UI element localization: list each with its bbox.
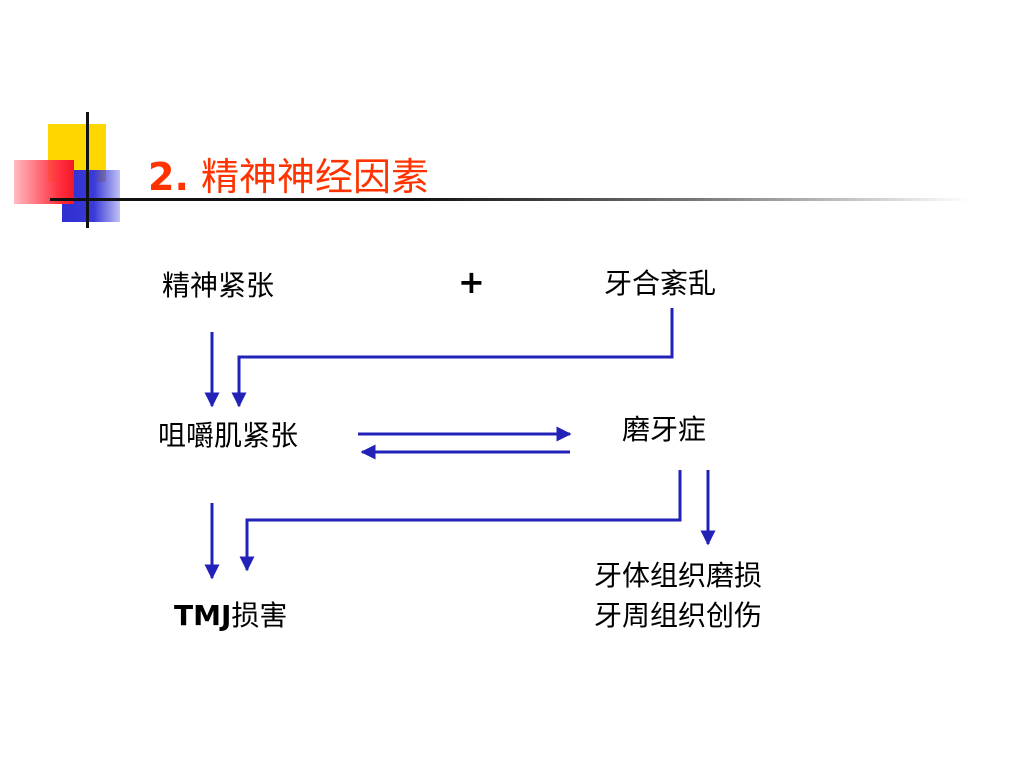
periodontal-trauma-label: 牙周组织创伤 <box>594 599 763 632</box>
node-mental-stress: 精神紧张 <box>162 269 275 302</box>
decor-vertical-rule <box>86 112 89 228</box>
title-number: 2. <box>148 155 189 199</box>
node-bruxism: 磨牙症 <box>622 413 707 446</box>
slide-title: 2. 精神神经因素 <box>148 146 429 201</box>
title-underline <box>50 198 970 201</box>
tmj-label: TMJ <box>174 599 232 632</box>
plus-sign: + <box>458 263 485 301</box>
node-occlusal-disorder: 牙合紊乱 <box>604 267 717 300</box>
node-tmj-damage: TMJ损害 <box>174 598 287 634</box>
node-tissue-damage: 牙体组织磨损 牙周组织创伤 <box>594 556 762 636</box>
tooth-wear-label: 牙体组织磨损 <box>594 559 763 592</box>
arrow-occlusion-to-masticatory <box>231 308 674 408</box>
arrow-bruxism-to-tmj <box>239 470 682 572</box>
decor-red-square <box>14 160 74 204</box>
node-masticatory-tension: 咀嚼肌紧张 <box>158 419 299 452</box>
title-text: 精神神经因素 <box>200 155 429 199</box>
tmj-damage-label: 损害 <box>231 599 288 632</box>
